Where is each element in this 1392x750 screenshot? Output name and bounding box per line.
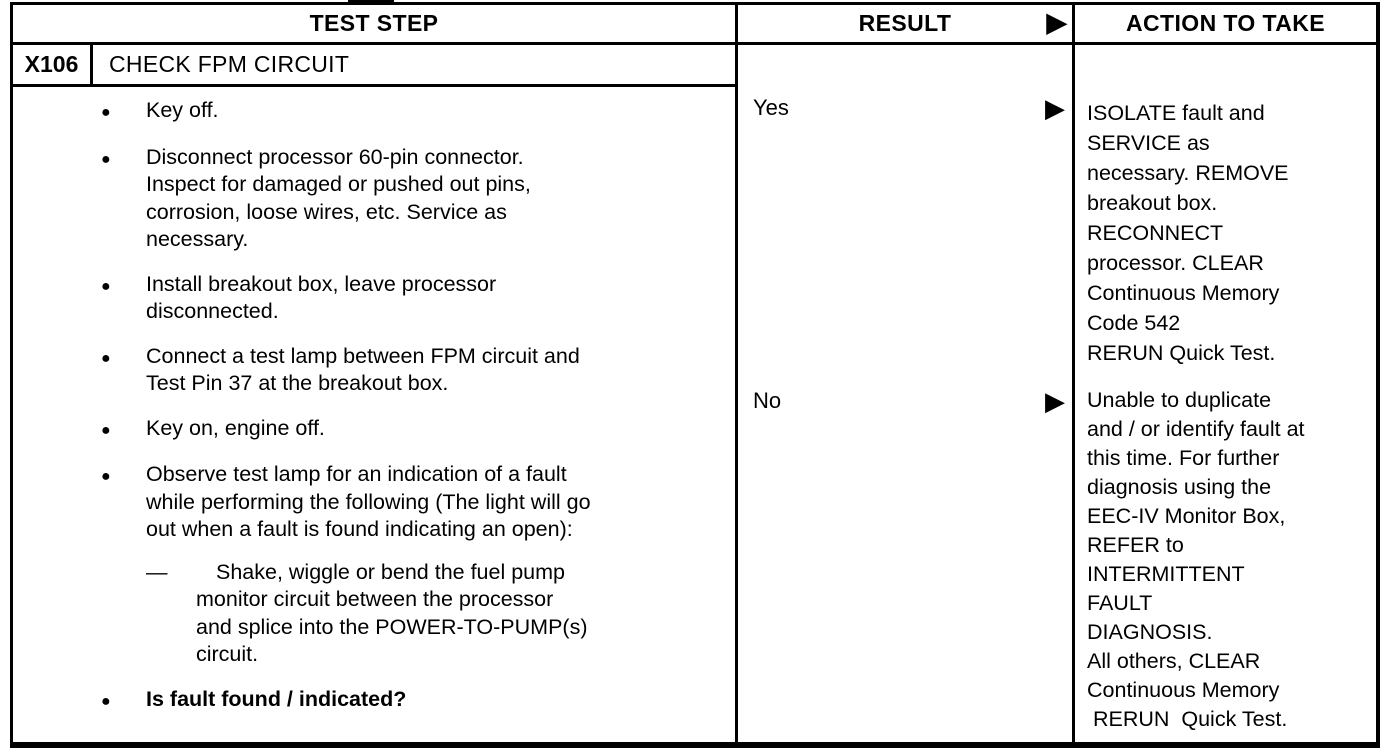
bullet-icon: ● bbox=[101, 277, 111, 295]
instruction-text: Observe test lamp for an indication of a… bbox=[146, 462, 591, 541]
bullet-icon: ● bbox=[101, 692, 111, 710]
step-title: CHECK FPM CIRCUIT bbox=[109, 51, 350, 77]
result-cell: Yes ▶ No ▶ bbox=[738, 45, 1075, 742]
step-instructions-list: ● Key off. ● Disconnect processor 60-pin… bbox=[13, 87, 735, 715]
list-item: ● Disconnect processor 60-pin connector.… bbox=[101, 144, 725, 254]
list-item: ● Install breakout box, leave processor … bbox=[101, 271, 725, 326]
action-cell: ISOLATE fault and SERVICE as necessary. … bbox=[1075, 45, 1376, 742]
action-yes-text: ISOLATE fault and SERVICE as necessary. … bbox=[1087, 101, 1289, 365]
instruction-text: Disconnect processor 60-pin connector. I… bbox=[146, 144, 531, 252]
list-item: ● Key off. bbox=[101, 97, 725, 127]
result-no-label: No bbox=[753, 388, 782, 413]
list-item: ● Is fault found / indicated? bbox=[101, 686, 725, 716]
result-header-label: RESULT bbox=[858, 10, 952, 36]
question-text: Is fault found / indicated? bbox=[146, 686, 407, 711]
result-header-arrow-icon: ▶ bbox=[1046, 7, 1067, 37]
instruction-with-substep: Observe test lamp for an indication of a… bbox=[146, 461, 591, 669]
result-no-row: No ▶ bbox=[753, 388, 1065, 414]
test-step-header-label: TEST STEP bbox=[309, 10, 439, 36]
column-header-result: RESULT ▶ bbox=[738, 5, 1075, 45]
sub-step-text: Shake, wiggle or bend the fuel pump moni… bbox=[196, 559, 588, 667]
list-item: ● Observe test lamp for an indication of… bbox=[101, 461, 725, 669]
instruction-text: Key on, engine off. bbox=[146, 415, 325, 440]
column-header-test-step: TEST STEP bbox=[13, 5, 738, 45]
bullet-icon: ● bbox=[101, 468, 111, 485]
column-header-action: ACTION TO TAKE bbox=[1075, 5, 1376, 45]
bullet-icon: ● bbox=[101, 421, 111, 439]
step-title-row: X106 CHECK FPM CIRCUIT bbox=[13, 45, 735, 87]
instruction-text: Install breakout box, leave processor di… bbox=[146, 271, 497, 324]
bullet-icon: ● bbox=[101, 104, 111, 121]
test-step-cell: X106 CHECK FPM CIRCUIT ● Key off. ● Disc… bbox=[13, 45, 738, 742]
list-item: ● Connect a test lamp between FPM circui… bbox=[101, 343, 725, 398]
bullet-icon: ● bbox=[101, 150, 111, 168]
scan-artifact bbox=[348, 0, 394, 4]
sub-step: — Shake, wiggle or bend the fuel pump mo… bbox=[146, 559, 591, 669]
instruction-text: Key off. bbox=[146, 98, 219, 122]
result-yes-row: Yes ▶ bbox=[753, 95, 1065, 121]
list-item: ● Key on, engine off. bbox=[101, 415, 725, 445]
diagnostic-test-table: TEST STEP RESULT ▶ ACTION TO TAKE X106 C… bbox=[10, 2, 1380, 748]
dash-icon: — bbox=[146, 559, 168, 584]
action-header-label: ACTION TO TAKE bbox=[1126, 10, 1325, 36]
action-no-text: Unable to duplicate and / or identify fa… bbox=[1087, 388, 1305, 731]
instruction-text: Connect a test lamp between FPM circuit … bbox=[146, 343, 580, 396]
bullet-icon: ● bbox=[101, 349, 111, 367]
step-id: X106 bbox=[13, 45, 93, 84]
result-yes-label: Yes bbox=[753, 95, 789, 120]
result-no-arrow-icon: ▶ bbox=[1045, 386, 1065, 416]
result-yes-arrow-icon: ▶ bbox=[1045, 93, 1065, 123]
